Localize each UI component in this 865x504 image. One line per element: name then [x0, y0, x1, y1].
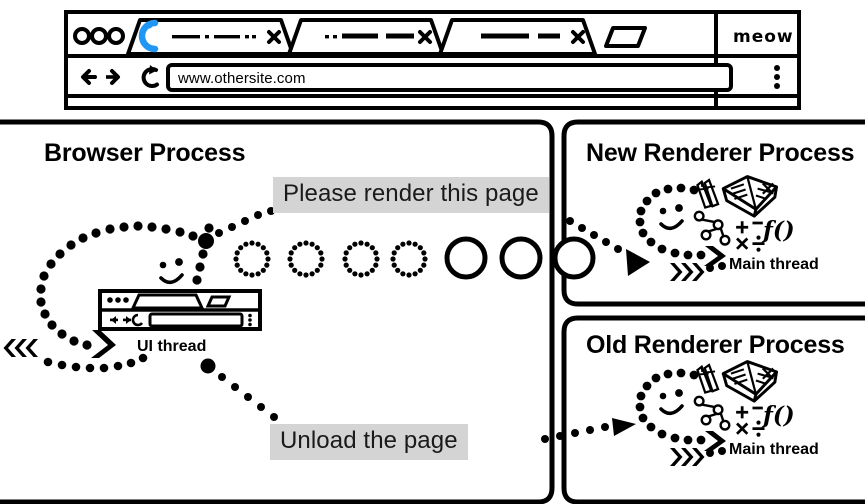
ui-thread-loop: [36, 221, 214, 350]
tab-close-icon[interactable]: [418, 30, 432, 44]
kebab-menu-icon[interactable]: [774, 65, 780, 89]
task-active-1: [444, 236, 488, 280]
nav-forward-icon[interactable]: [106, 69, 120, 85]
nav-reload-icon[interactable]: [141, 65, 159, 89]
unload-message-connector: [200, 358, 278, 421]
new-renderer-loop-arrow: [704, 246, 726, 266]
task-active-3: [552, 236, 596, 280]
old-renderer-function-icon: f(): [761, 402, 795, 429]
old-renderer-title: Old Renderer Process: [586, 331, 845, 359]
tab-title-marks: [481, 33, 560, 39]
tab-second[interactable]: [287, 18, 445, 56]
mini-browser-icon: [98, 289, 262, 331]
render-request-message: Please render this page: [273, 177, 549, 213]
tab-close-icon[interactable]: [267, 30, 281, 44]
old-renderer-main-thread-loop: [635, 368, 706, 445]
nav-back-icon[interactable]: [81, 69, 97, 85]
old-renderer-loop-arrow: [704, 431, 726, 451]
tab-third[interactable]: [438, 18, 597, 56]
tab-title-marks: [325, 33, 414, 39]
svg-text:f(): f(): [761, 217, 795, 244]
new-renderer-thread-label: Main thread: [729, 256, 819, 273]
window-label: meow: [733, 27, 794, 47]
unload-request-message: Unload the page: [270, 424, 468, 460]
new-tab-button[interactable]: [604, 26, 647, 48]
task-active-2: [499, 236, 543, 280]
tab-close-icon[interactable]: [571, 30, 585, 44]
loading-spinner-icon: [138, 19, 159, 53]
browser-loop-tail: [43, 353, 148, 373]
tab-active[interactable]: [126, 18, 295, 56]
browser-process-title: Browser Process: [44, 139, 246, 167]
new-renderer-title: New Renderer Process: [586, 139, 855, 167]
window-controls[interactable]: [73, 27, 125, 45]
ui-thread-task-queue: [233, 236, 596, 280]
tab-title-marks: [172, 35, 256, 39]
new-renderer-main-thread-loop: [635, 183, 706, 260]
old-renderer-thread-label: Main thread: [729, 441, 819, 458]
url-text[interactable]: www.othersite.com: [178, 70, 306, 87]
browser-process-panel: [0, 119, 555, 504]
new-renderer-chevron-tail: [706, 262, 726, 272]
render-arrow-connector: [566, 217, 650, 276]
old-renderer-chevron-tail: [706, 447, 726, 457]
url-bar[interactable]: [166, 63, 733, 92]
new-renderer-function-icon: f(): [761, 217, 795, 244]
render-message-connector: [215, 207, 275, 237]
ui-thread-loop-arrow: [91, 330, 116, 358]
svg-text:f(): f(): [761, 402, 795, 429]
unload-arrow-connector: [541, 418, 636, 443]
ui-thread-label: UI thread: [137, 338, 207, 355]
